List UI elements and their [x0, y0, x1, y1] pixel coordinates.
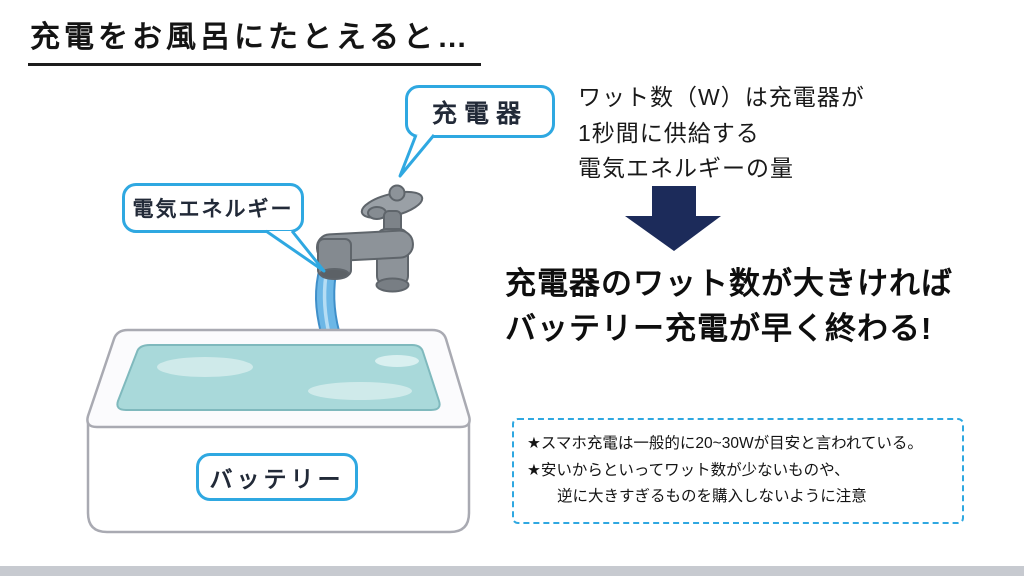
wattage-description: ワット数（W）は充電器が 1秒間に供給する 電気エネルギーの量	[578, 80, 908, 187]
label-energy-text: 電気エネルギー	[132, 198, 294, 221]
faucet-icon	[315, 184, 424, 293]
conclusion-text: 充電器のワット数が大きければ バッテリー充電が早く終わる!	[505, 262, 985, 352]
label-battery-text: バッテリー	[209, 466, 345, 492]
wattage-line-3: 電気エネルギーの量	[578, 155, 794, 182]
conclusion-line-2: バッテリー充電が早く終わる!	[505, 310, 933, 346]
tips-note: ★スマホ充電は一般的に20~30Wが目安と言われている。 ★安いからといってワッ…	[512, 418, 964, 524]
bathtub-icon	[86, 328, 471, 534]
wattage-line-1: ワット数（W）は充電器が	[578, 84, 865, 110]
down-arrow-icon	[625, 186, 721, 251]
label-charger-text: 充電器	[431, 99, 528, 128]
tips-line-2: ★安いからといってワット数が少ないものや、	[527, 461, 850, 479]
label-energy: 電気エネルギー	[122, 183, 304, 233]
label-charger-tail	[398, 134, 436, 178]
label-energy-tail	[265, 229, 326, 273]
tips-line-1: ★スマホ充電は一般的に20~30Wが目安と言われている。	[527, 435, 923, 452]
tips-line-3: 逆に大きすぎるものを購入しないように注意	[557, 488, 867, 506]
bottom-bar	[0, 566, 1024, 576]
wattage-line-2: 1秒間に供給する	[578, 119, 760, 146]
label-charger: 充電器	[405, 85, 555, 138]
page-title: 充電をお風呂にたとえると…	[28, 12, 482, 66]
label-battery: バッテリー	[196, 453, 358, 501]
bathtub-faucet-illustration	[86, 184, 471, 534]
conclusion-line-1: 充電器のワット数が大きければ	[505, 266, 953, 301]
